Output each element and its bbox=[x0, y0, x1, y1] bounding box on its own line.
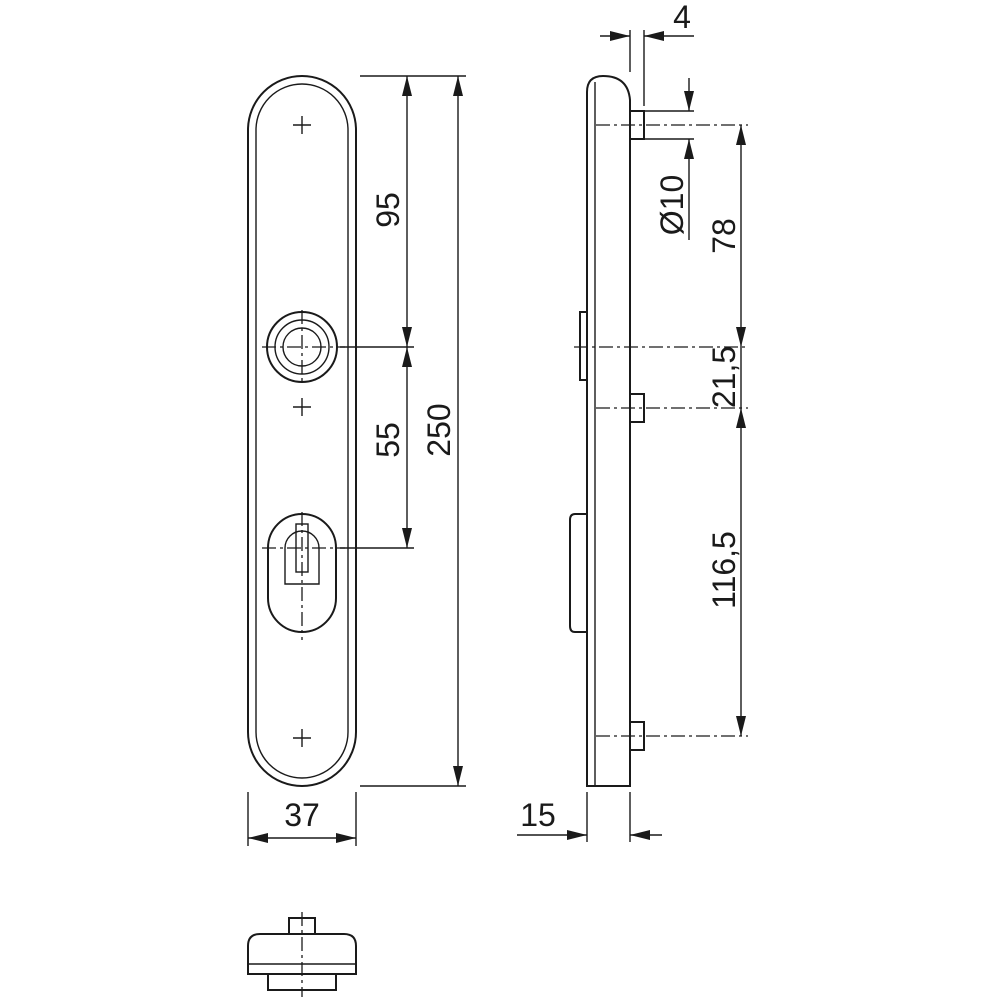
cylinder-hole bbox=[262, 512, 345, 640]
dim-95-label: 95 bbox=[370, 192, 406, 228]
side-cylinder-ring bbox=[569, 513, 587, 633]
dim-37-label: 37 bbox=[284, 797, 320, 833]
dim-15-label: 15 bbox=[520, 797, 556, 833]
screw-mark-middle bbox=[293, 398, 311, 416]
dim-21-5-label: 21,5 bbox=[706, 346, 742, 408]
side-dimension-lines bbox=[517, 30, 746, 842]
bottom-body bbox=[247, 933, 357, 975]
front-dimension-lines bbox=[247, 75, 466, 846]
side-handle-boss bbox=[579, 311, 588, 381]
handle-hole bbox=[262, 310, 345, 384]
screw-mark-top bbox=[293, 116, 311, 134]
dim-250-label: 250 bbox=[421, 403, 457, 456]
side-plate-outline bbox=[586, 74, 631, 787]
dim-diameter-10-label: Ø10 bbox=[654, 175, 690, 235]
plate-inner-edge bbox=[255, 83, 349, 779]
dim-4-label: 4 bbox=[673, 0, 691, 35]
dim-116-5-label: 116,5 bbox=[706, 531, 742, 609]
plate-outline bbox=[247, 75, 357, 787]
dim-78-label: 78 bbox=[706, 218, 742, 254]
side-view: 4 Ø10 78 21,5 116,5 15 bbox=[517, 0, 748, 842]
dim-55-label: 55 bbox=[370, 422, 406, 458]
front-view: 95 55 250 37 bbox=[247, 75, 466, 846]
bottom-view bbox=[247, 912, 357, 997]
screw-mark-bottom bbox=[293, 729, 311, 747]
